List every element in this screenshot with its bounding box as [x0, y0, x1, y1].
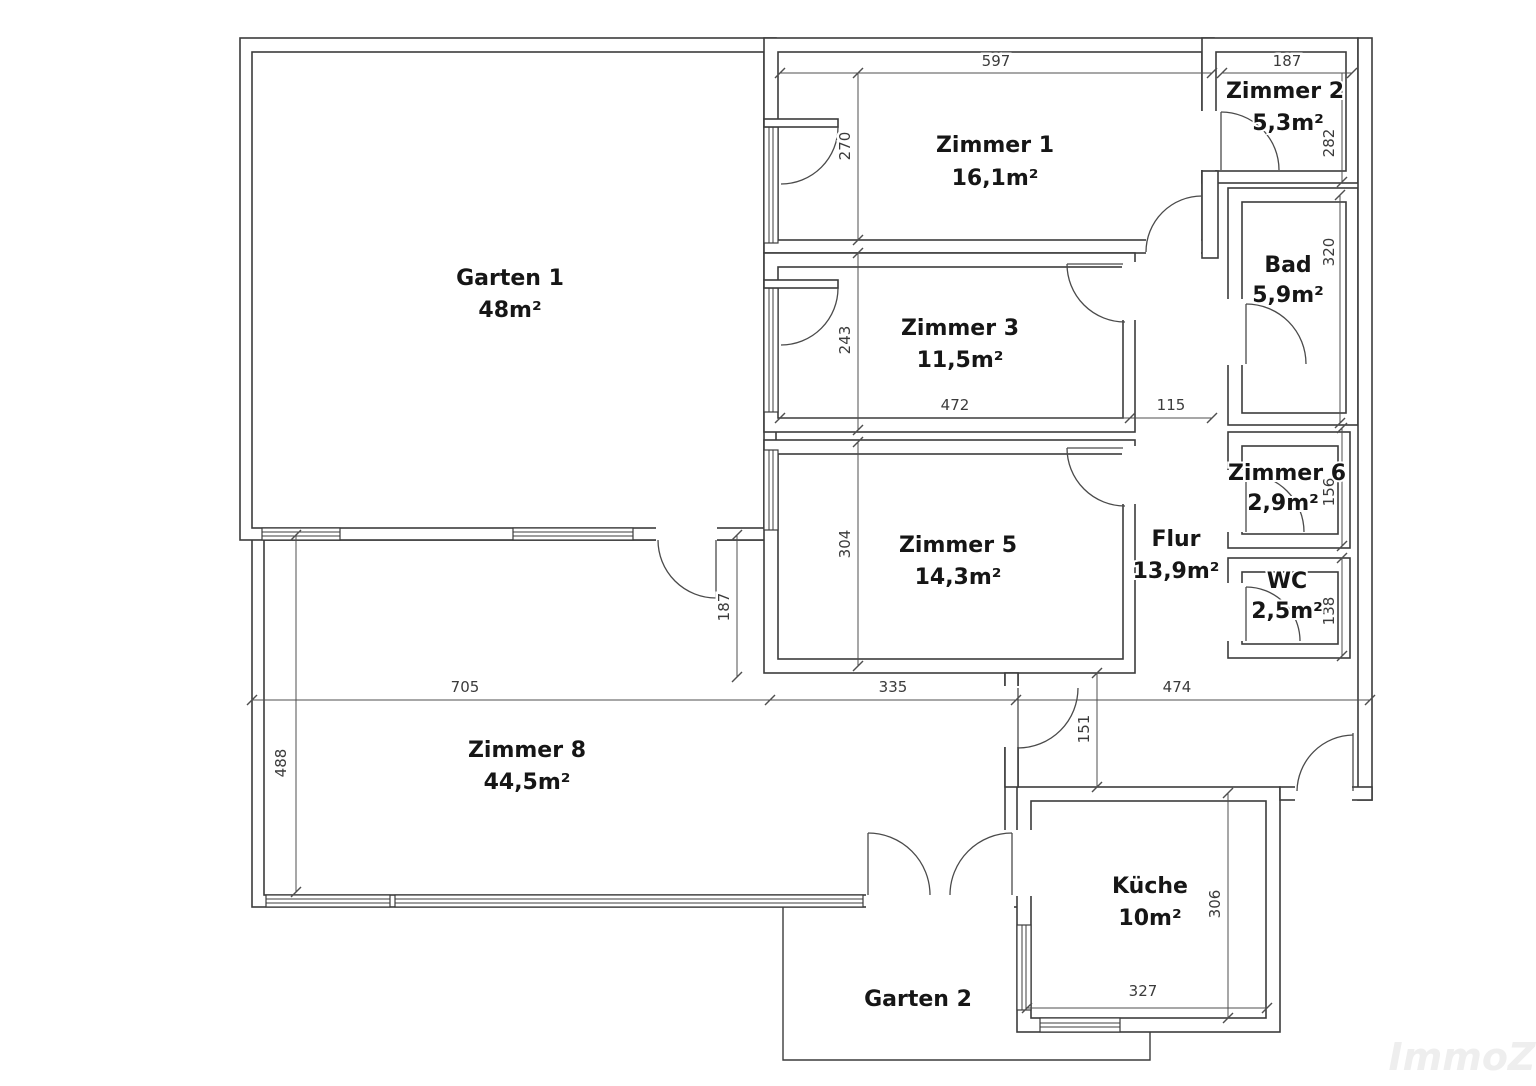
dim-label-156: 156 — [1320, 478, 1338, 507]
door-zimmer6 — [1227, 470, 1305, 533]
room-label-zimmer6-area: 2,9m² — [1247, 491, 1319, 516]
door-zimmer1-flur — [1145, 190, 1203, 255]
door-wc — [1227, 583, 1301, 642]
window-garten1-b — [512, 527, 634, 541]
dim-label-335: 335 — [879, 678, 908, 696]
door-zimmer3-flur — [1066, 262, 1137, 323]
wall-kueche-inner — [1030, 800, 1267, 1019]
window-zimmer8-south-b — [394, 894, 864, 908]
dim-label-705: 705 — [451, 678, 480, 696]
dim-label-306: 306 — [1206, 890, 1224, 919]
room-label-zimmer8-area: 44,5m² — [484, 770, 571, 795]
room-label-zimmer5-area: 14,3m² — [915, 565, 1002, 590]
room-label-wc-name: WC — [1267, 569, 1307, 594]
window-garten1-a — [261, 527, 341, 541]
door-zimmer5-flur — [1066, 446, 1137, 507]
wall-zimmer2-inner — [1215, 51, 1347, 172]
dim-label-138: 138 — [1320, 597, 1338, 626]
door-flur-zimmer8 — [1003, 686, 1079, 749]
wall-garten1-inner — [251, 51, 765, 529]
dim-label-243: 243 — [836, 326, 854, 355]
door-zimmer1-garden — [763, 118, 839, 185]
room-label-zimmer3-area: 11,5m² — [917, 348, 1004, 373]
door-zimmer3-garden — [763, 279, 839, 346]
window-zimmer3-west — [763, 287, 779, 413]
room-label-zimmer6-name: Zimmer 6 — [1228, 461, 1346, 486]
windows — [261, 126, 1121, 1033]
window-zimmer5-west — [763, 449, 779, 531]
door-zimmer8-kueche-double — [866, 830, 1032, 908]
wall-corridor-stub — [1201, 170, 1219, 259]
dim-label-597: 597 — [982, 52, 1011, 70]
room-label-wc-area: 2,5m² — [1251, 599, 1323, 624]
room-label-zimmer1-name: Zimmer 1 — [936, 133, 1054, 158]
room-label-bad-area: 5,9m² — [1252, 283, 1324, 308]
wall-bad-inner — [1241, 201, 1347, 414]
room-label-flur-area: 13,9m² — [1133, 559, 1220, 584]
dim-label-187-mid: 187 — [715, 593, 733, 622]
wall-zimmer1-inner — [777, 51, 1203, 241]
dim-label-320: 320 — [1320, 238, 1338, 267]
wall-zimmer3-inner — [777, 266, 1124, 419]
room-label-zimmer2-area: 5,3m² — [1252, 111, 1324, 136]
dimension-lines — [246, 67, 1376, 1024]
room-label-bad-name: Bad — [1264, 253, 1311, 278]
dim-label-187-top: 187 — [1273, 52, 1302, 70]
door-garten1-zimmer8 — [656, 527, 717, 599]
wall-zimmer5-inner — [777, 453, 1124, 660]
dim-label-115: 115 — [1157, 396, 1186, 414]
wall-east-outer — [1357, 37, 1373, 801]
wall-garten2-boundary — [782, 907, 1151, 1061]
room-label-zimmer8-name: Zimmer 8 — [468, 738, 586, 763]
window-kueche-west — [1016, 924, 1032, 1011]
window-zimmer1-west — [763, 126, 779, 244]
doors — [656, 111, 1354, 908]
dim-label-488: 488 — [272, 749, 290, 778]
room-labels: Garten 1 48m² Zimmer 1 16,1m² Zimmer 2 5… — [454, 77, 1348, 1014]
window-zimmer8-south-a — [265, 894, 391, 908]
dim-label-474: 474 — [1163, 678, 1192, 696]
door-zimmer2 — [1201, 111, 1280, 171]
room-label-garten1-name: Garten 1 — [456, 266, 564, 291]
room-label-zimmer3-name: Zimmer 3 — [901, 316, 1019, 341]
dim-label-151: 151 — [1075, 715, 1093, 744]
door-bad — [1227, 299, 1307, 365]
walls — [239, 37, 1373, 1061]
window-kueche-south — [1039, 1017, 1121, 1033]
door-flur-exit — [1295, 733, 1354, 801]
room-label-garten2-name: Garten 2 — [864, 987, 972, 1012]
room-label-kueche-area: 10m² — [1118, 906, 1181, 931]
dim-label-472: 472 — [941, 396, 970, 414]
dimension-labels: 597 187 270 282 320 243 472 115 304 156 … — [270, 50, 1341, 1003]
watermark-logo: ImmoZ — [1389, 1035, 1536, 1079]
dim-label-282: 282 — [1320, 129, 1338, 158]
room-label-garten1-area: 48m² — [478, 298, 541, 323]
room-label-zimmer5-name: Zimmer 5 — [899, 533, 1017, 558]
dim-label-270: 270 — [836, 132, 854, 161]
dim-label-304: 304 — [836, 530, 854, 559]
room-label-flur-name: Flur — [1151, 527, 1200, 552]
room-label-zimmer1-area: 16,1m² — [952, 166, 1039, 191]
room-label-zimmer2-name: Zimmer 2 — [1226, 79, 1344, 104]
dim-label-327: 327 — [1129, 982, 1158, 1000]
room-label-kueche-name: Küche — [1112, 874, 1188, 899]
